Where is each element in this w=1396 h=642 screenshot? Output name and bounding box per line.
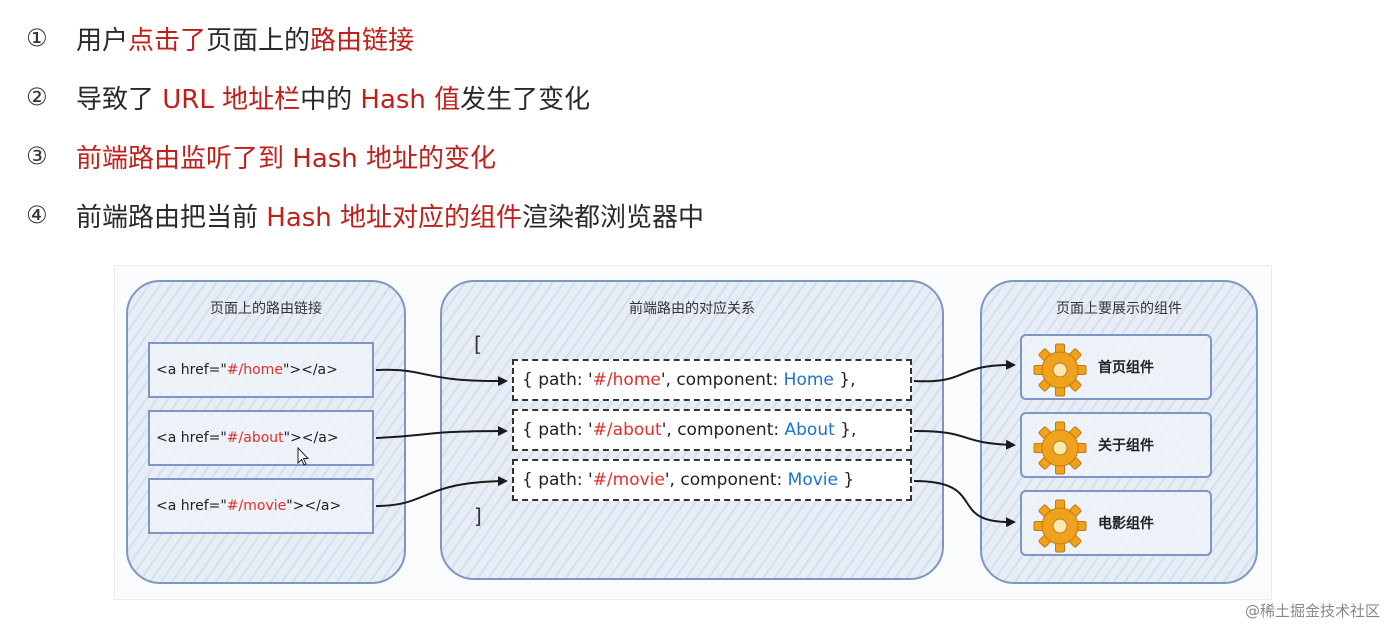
link-code: "></a> xyxy=(282,362,338,378)
step-number: ① xyxy=(26,24,48,52)
step-text: 前端路由把当前 xyxy=(76,202,267,233)
step-2: ② 导致了 URL 地址栏中的 Hash 值发生了变化 xyxy=(26,77,590,117)
step-text-highlight: Hash 地址对应的组件 xyxy=(266,202,523,233)
step-text: 中的 xyxy=(300,84,361,115)
step-text: 导致了 xyxy=(76,84,163,115)
route-code: { path: ' xyxy=(522,470,593,490)
links-panel-title: 页面上的路由链接 xyxy=(210,301,322,317)
step-3: ③ 前端路由监听了到 Hash 地址的变化 xyxy=(26,136,496,176)
step-text-highlight: Hash 值 xyxy=(360,84,461,115)
step-text-highlight: URL 地址栏 xyxy=(162,84,301,115)
component-label: 关于组件 xyxy=(1098,438,1154,454)
route-code: ', component: xyxy=(664,470,788,490)
route-code: }, xyxy=(834,420,857,440)
gear-icon xyxy=(1033,421,1087,475)
watermark: @稀土掘金技术社区 xyxy=(1244,602,1380,620)
component-label: 首页组件 xyxy=(1098,360,1154,376)
link-code: "></a> xyxy=(286,498,342,514)
component-home: 首页组件 xyxy=(1020,334,1212,400)
arrow-link-movie xyxy=(375,476,508,507)
step-text-highlight: 点击了 xyxy=(128,25,207,56)
close-bracket: ] xyxy=(474,504,482,528)
step-text-highlight: 路由链接 xyxy=(310,25,415,56)
step-text: 渲染都浏览器中 xyxy=(522,202,705,233)
arrow-route-home xyxy=(913,359,1016,383)
step-text: 发生了变化 xyxy=(460,84,591,115)
arrow-link-home xyxy=(375,368,508,387)
route-link-home[interactable]: <a href="#/home"></a> xyxy=(148,342,374,398)
step-text-highlight: 前端路由监听了到 Hash 地址的变化 xyxy=(76,143,497,174)
route-entry-home: { path: '#/home', component: Home }, xyxy=(512,359,912,401)
routes-panel-title: 前端路由的对应关系 xyxy=(629,301,755,317)
component-movie: 电影组件 xyxy=(1020,490,1212,556)
mouse-cursor-icon xyxy=(297,447,310,466)
route-link-about[interactable]: <a href="#/about"></a> xyxy=(148,410,374,466)
route-component: About xyxy=(784,420,835,440)
route-code: ', component: xyxy=(661,420,785,440)
step-number: ④ xyxy=(26,201,48,229)
step-text: 用户 xyxy=(76,25,129,56)
route-hash: #/home xyxy=(592,370,661,390)
step-4: ④ 前端路由把当前 Hash 地址对应的组件渲染都浏览器中 xyxy=(26,195,704,235)
link-code: <a href=" xyxy=(156,362,227,378)
arrow-route-about xyxy=(913,430,1016,450)
arrow-link-about xyxy=(375,426,508,439)
route-link-movie[interactable]: <a href="#/movie"></a> xyxy=(148,478,374,534)
route-hash: #/movie xyxy=(592,470,665,490)
route-component: Movie xyxy=(787,470,838,490)
route-entry-movie: { path: '#/movie', component: Movie } xyxy=(512,459,912,501)
gear-icon xyxy=(1033,343,1087,397)
route-code: }, xyxy=(833,370,856,390)
step-text: 页面上的 xyxy=(206,25,311,56)
link-code: <a href=" xyxy=(156,498,227,514)
link-code: "></a> xyxy=(283,430,339,446)
step-number: ② xyxy=(26,83,48,111)
route-hash: #/about xyxy=(592,420,662,440)
route-code: { path: ' xyxy=(522,370,593,390)
link-hash: #/home xyxy=(226,362,283,378)
step-1: ① 用户点击了页面上的路由链接 xyxy=(26,18,414,58)
arrow-route-movie xyxy=(913,480,1016,528)
component-label: 电影组件 xyxy=(1098,516,1154,532)
components-panel-title: 页面上要展示的组件 xyxy=(1056,301,1182,317)
open-bracket: [ xyxy=(474,332,482,356)
link-hash: #/movie xyxy=(226,498,287,514)
route-component: Home xyxy=(783,370,834,390)
component-about: 关于组件 xyxy=(1020,412,1212,478)
link-code: <a href=" xyxy=(156,430,227,446)
route-entry-about: { path: '#/about', component: About }, xyxy=(512,409,912,451)
route-code: ', component: xyxy=(660,370,784,390)
route-code: } xyxy=(837,470,855,490)
link-hash: #/about xyxy=(226,430,284,446)
gear-icon xyxy=(1033,499,1087,553)
route-code: { path: ' xyxy=(522,420,593,440)
step-number: ③ xyxy=(26,142,48,170)
